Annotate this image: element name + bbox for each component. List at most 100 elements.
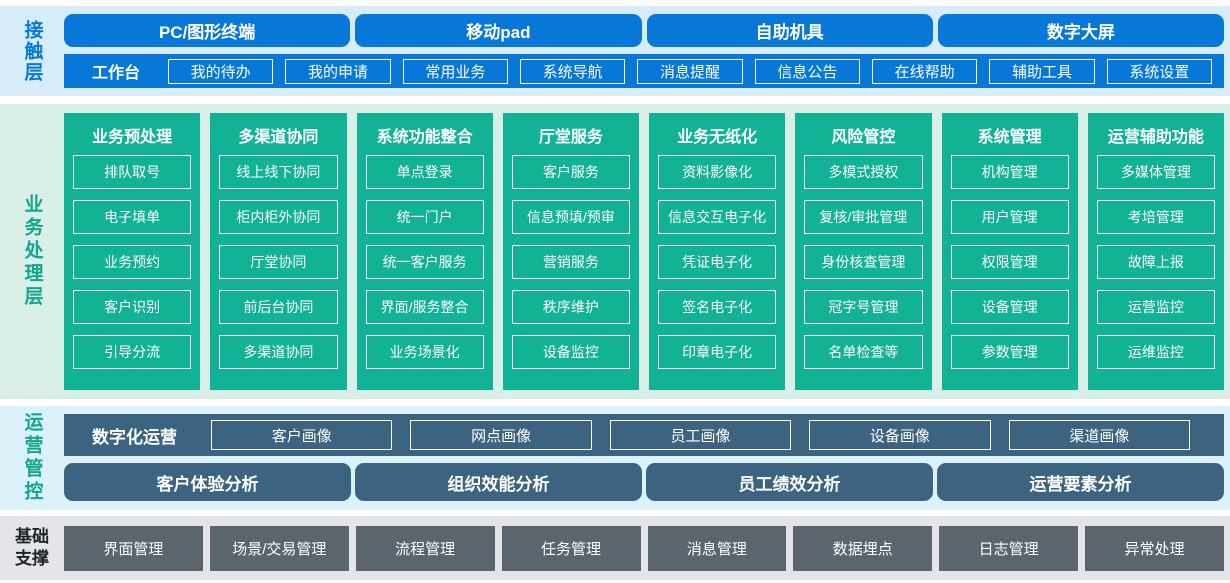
module-column-items: 资料影像化 信息交互电子化 凭证电子化 签名电子化 印章电子化 xyxy=(658,155,777,372)
workbench-item-my-applications: 我的申请 xyxy=(285,58,391,84)
base-node-scene-transaction-management: 场景/交易管理 xyxy=(209,525,349,571)
analysis-node-customer-experience: 客户体验分析 xyxy=(64,463,351,501)
module-item: 引导分流 xyxy=(73,335,192,369)
profile-node-channel: 渠道画像 xyxy=(1008,420,1191,450)
base-support-row: 界面管理 场景/交易管理 流程管理 任务管理 消息管理 数据埋点 日志管理 异常… xyxy=(64,525,1230,571)
channel-row: PC/图形终端 移动pad 自助机具 数字大屏 xyxy=(64,14,1224,47)
module-item: 考培管理 xyxy=(1096,200,1215,234)
base-support-section: 基础支撑 界面管理 场景/交易管理 流程管理 任务管理 消息管理 数据埋点 日志… xyxy=(0,516,1230,580)
module-item: 多媒体管理 xyxy=(1096,155,1215,189)
workbench-item-message-reminder: 消息提醒 xyxy=(637,58,743,84)
module-item: 多模式授权 xyxy=(804,155,923,189)
module-item: 冠字号管理 xyxy=(804,290,923,324)
business-layer-section: 业务处理层 业务预处理 排队取号 电子填单 业务预约 客户识别 引导分流 多渠道… xyxy=(0,104,1230,399)
module-column-operation-auxiliary: 运营辅助功能 多媒体管理 考培管理 故障上报 运营监控 运维监控 xyxy=(1087,113,1224,390)
workbench-bar: 工作台 我的待办 我的申请 常用业务 系统导航 消息提醒 信息公告 在线帮助 辅… xyxy=(64,54,1224,88)
module-item: 机构管理 xyxy=(950,155,1069,189)
analysis-node-employee-performance: 员工绩效分析 xyxy=(646,463,933,501)
module-item: 权限管理 xyxy=(950,245,1069,279)
contact-layer-label: 接触层 xyxy=(21,19,43,83)
contact-layer-label-column: 接触层 xyxy=(0,6,64,96)
module-item: 用户管理 xyxy=(950,200,1069,234)
digital-operation-bar: 数字化运营 客户画像 网点画像 员工画像 设备画像 渠道画像 xyxy=(64,414,1224,456)
module-column-items: 线上线下协同 柜内柜外协同 厅堂协同 前后台协同 多渠道协同 xyxy=(219,155,338,372)
contact-layer-section: 接触层 PC/图形终端 移动pad 自助机具 数字大屏 工作台 我的待办 我的申… xyxy=(0,6,1230,96)
module-item: 厅堂协同 xyxy=(219,245,338,279)
workbench-item-system-settings: 系统设置 xyxy=(1106,58,1212,84)
module-item: 线上线下协同 xyxy=(219,155,338,189)
module-column-risk-control: 风险管控 多模式授权 复核/审批管理 身份核查管理 冠字号管理 名单检查等 xyxy=(795,113,932,390)
module-item: 运维监控 xyxy=(1096,335,1215,369)
module-column-system-management: 系统管理 机构管理 用户管理 权限管理 设备管理 参数管理 xyxy=(941,113,1078,390)
module-item: 统一门户 xyxy=(365,200,484,234)
module-column-items: 排队取号 电子填单 业务预约 客户识别 引导分流 xyxy=(73,155,192,372)
operations-label-column: 运营管控 xyxy=(0,406,64,510)
module-column-title: 系统管理 xyxy=(977,129,1042,146)
module-item: 资料影像化 xyxy=(658,155,777,189)
module-item: 参数管理 xyxy=(950,335,1069,369)
module-item: 电子填单 xyxy=(73,200,192,234)
profile-node-employee: 员工画像 xyxy=(609,420,792,450)
module-column-hall-service: 厅堂服务 客户服务 信息预填/预审 营销服务 秩序维护 设备监控 xyxy=(502,113,639,390)
module-item: 印章电子化 xyxy=(658,335,777,369)
module-item: 故障上报 xyxy=(1096,245,1215,279)
module-item: 界面/服务整合 xyxy=(365,290,484,324)
module-column-business-preprocessing: 业务预处理 排队取号 电子填单 业务预约 客户识别 引导分流 xyxy=(64,113,201,390)
module-column-title: 运营辅助功能 xyxy=(1107,129,1204,146)
workbench-item-auxiliary-tools: 辅助工具 xyxy=(989,58,1095,84)
base-node-task-management: 任务管理 xyxy=(501,525,641,571)
module-column-items: 多模式授权 复核/审批管理 身份核查管理 冠字号管理 名单检查等 xyxy=(804,155,923,372)
channel-node-digital-screen: 数字大屏 xyxy=(937,14,1224,47)
module-item: 统一客户服务 xyxy=(365,245,484,279)
module-item: 客户识别 xyxy=(73,290,192,324)
module-item: 信息预填/预审 xyxy=(511,200,630,234)
operations-control-label: 运营管控 xyxy=(21,412,43,504)
base-node-interface-management: 界面管理 xyxy=(64,525,203,571)
analysis-row: 客户体验分析 组织效能分析 员工绩效分析 运营要素分析 xyxy=(64,463,1224,501)
channel-node-self-service: 自助机具 xyxy=(646,14,933,47)
module-item: 信息交互电子化 xyxy=(658,200,777,234)
workbench-label: 工作台 xyxy=(92,65,141,82)
workbench-item-system-navigation: 系统导航 xyxy=(520,58,626,84)
profile-node-branch: 网点画像 xyxy=(410,420,592,450)
module-item: 设备监控 xyxy=(511,335,630,369)
workbench-item-common-business: 常用业务 xyxy=(402,58,508,84)
module-column-title: 厅堂服务 xyxy=(538,129,603,146)
profile-node-customer: 客户画像 xyxy=(211,420,393,450)
digital-operation-label: 数字化运营 xyxy=(92,427,177,447)
module-item: 多渠道协同 xyxy=(219,335,338,369)
base-support-label: 基础支撑 xyxy=(0,526,64,570)
module-item: 客户服务 xyxy=(511,155,630,189)
module-column-title: 多渠道协同 xyxy=(238,129,319,146)
module-column-title: 系统功能整合 xyxy=(376,129,473,146)
contact-layer-content: PC/图形终端 移动pad 自助机具 数字大屏 工作台 我的待办 我的申请 常用… xyxy=(64,6,1230,96)
workbench-item-my-todo: 我的待办 xyxy=(168,58,274,84)
module-column-title: 风险管控 xyxy=(831,129,896,146)
module-item: 复核/审批管理 xyxy=(804,200,923,234)
module-column-system-function-integration: 系统功能整合 单点登录 统一门户 统一客户服务 界面/服务整合 业务场景化 xyxy=(356,113,493,390)
base-node-process-management: 流程管理 xyxy=(355,525,495,571)
module-item: 运营监控 xyxy=(1096,290,1215,324)
module-column-items: 机构管理 用户管理 权限管理 设备管理 参数管理 xyxy=(950,155,1069,372)
profile-node-device: 设备画像 xyxy=(809,420,991,450)
analysis-node-organization-efficiency: 组织效能分析 xyxy=(355,463,642,501)
business-layer-label-column: 业务处理层 xyxy=(0,104,64,399)
module-item: 前后台协同 xyxy=(219,290,338,324)
base-node-exception-handling: 异常处理 xyxy=(1085,525,1224,571)
module-item: 业务预约 xyxy=(73,245,192,279)
base-node-log-management: 日志管理 xyxy=(939,525,1079,571)
business-layer-label: 业务处理层 xyxy=(21,194,43,309)
module-item: 签名电子化 xyxy=(658,290,777,324)
module-item: 柜内柜外协同 xyxy=(219,200,338,234)
base-node-message-management: 消息管理 xyxy=(647,525,787,571)
workbench-item-info-announcement: 信息公告 xyxy=(754,58,860,84)
module-item: 业务场景化 xyxy=(365,335,484,369)
operations-content: 数字化运营 客户画像 网点画像 员工画像 设备画像 渠道画像 客户体验分析 组织… xyxy=(64,406,1230,510)
operations-control-section: 运营管控 数字化运营 客户画像 网点画像 员工画像 设备画像 渠道画像 客户体验… xyxy=(0,406,1230,510)
module-item: 营销服务 xyxy=(511,245,630,279)
module-column-multichannel-collaboration: 多渠道协同 线上线下协同 柜内柜外协同 厅堂协同 前后台协同 多渠道协同 xyxy=(210,113,347,390)
module-item: 单点登录 xyxy=(365,155,484,189)
module-item: 秩序维护 xyxy=(511,290,630,324)
module-column-title: 业务无纸化 xyxy=(677,129,758,146)
channel-node-mobile-pad: 移动pad xyxy=(355,14,642,47)
